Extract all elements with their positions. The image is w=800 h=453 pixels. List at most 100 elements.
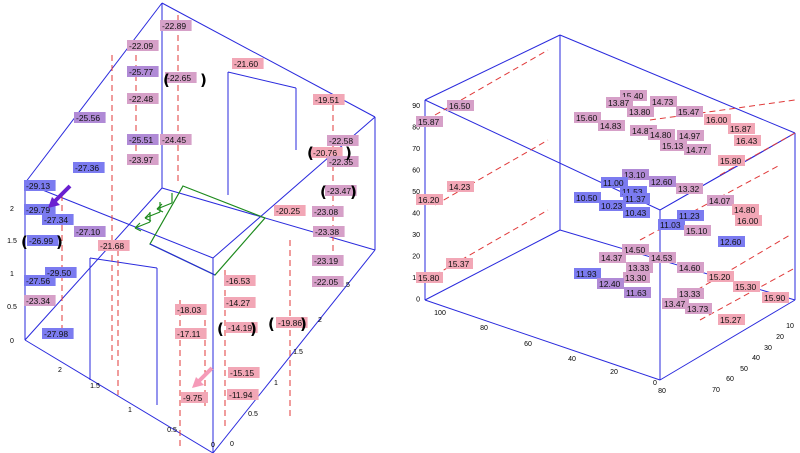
value-label-text: -14.19	[228, 323, 252, 333]
value-label-bg	[447, 100, 474, 111]
right-side-tick: 60	[726, 376, 734, 383]
value-label-text: -25.56	[76, 113, 100, 123]
value-label-bg	[224, 297, 256, 308]
left-vertical-tick: 2	[10, 206, 14, 213]
right-value-label: 13.32	[676, 183, 703, 194]
value-label-text: 13.10	[624, 170, 646, 180]
left-vertical-tick: 0.5	[7, 304, 17, 311]
value-label-bg	[620, 90, 647, 101]
right-depth-tick: 40	[568, 356, 576, 363]
right-side-tick: 40	[752, 355, 760, 362]
green-arrow	[134, 221, 151, 229]
right-value-label: 15.40	[620, 90, 647, 101]
right-value-label: 16.00	[704, 114, 731, 125]
left-side-tick: 1.5	[293, 349, 303, 356]
left-value-label: -23.34	[24, 295, 56, 306]
left-side-tick: 2	[318, 317, 322, 324]
bracket-mark: )	[345, 144, 352, 162]
value-label-text: -22.65	[167, 73, 191, 83]
value-label-bg	[127, 66, 159, 77]
left-value-label: -23.08	[312, 206, 344, 217]
left-value-label: -23.38	[313, 226, 345, 237]
value-label-text: 13.33	[628, 263, 650, 273]
value-label-text: 16.00	[706, 115, 728, 125]
value-label-text: 14.53	[651, 253, 673, 263]
right-box-edge	[559, 34, 796, 134]
value-label-text: -27.56	[26, 276, 50, 286]
left-value-label: -18.03	[175, 304, 207, 315]
value-label-text: 15.60	[576, 113, 598, 123]
pink-arrow-icon	[196, 366, 214, 384]
value-label-text: 11.00	[603, 178, 624, 188]
value-label-bg	[416, 194, 443, 205]
right-value-label: 11.03	[658, 219, 685, 230]
value-label-text: 12.40	[599, 279, 621, 289]
value-label-bg	[684, 225, 711, 236]
left-front-tick: 2	[58, 367, 62, 374]
value-label-bg	[627, 106, 654, 117]
left-side-tick: 0.5	[248, 411, 258, 418]
value-label-text: 14.73	[652, 97, 674, 107]
value-label-bg	[127, 40, 159, 51]
purple-arrow-head	[48, 197, 60, 208]
green-panel-edge	[149, 243, 216, 276]
value-label-bg	[42, 328, 74, 339]
bracket-mark: (	[21, 233, 28, 251]
value-label-bg	[606, 97, 633, 108]
left-value-label: -27.56	[24, 275, 56, 286]
value-label-bg	[648, 129, 675, 140]
right-value-label: 15.80	[718, 155, 745, 166]
right-depth-tick: 80	[480, 325, 488, 332]
value-label-text: -23.08	[314, 207, 338, 217]
green-arrow-head	[134, 222, 142, 232]
left-value-label: -15.15	[228, 367, 260, 378]
right-value-label: 13.33	[626, 262, 653, 273]
right-value-label: 16.50	[447, 100, 474, 111]
left-value-label: -22.48	[127, 93, 159, 104]
right-value-label: 15.90	[762, 292, 789, 303]
value-label-text: 10.50	[576, 193, 598, 203]
value-label-text: 15.87	[418, 117, 440, 127]
value-label-bg	[704, 114, 731, 125]
value-label-text: -22.35	[329, 157, 353, 167]
right-vertical-tick: 0	[416, 297, 420, 304]
right-value-label: 14.80	[648, 129, 675, 140]
right-value-label: 10.43	[623, 207, 650, 218]
value-label-text: -27.98	[44, 329, 68, 339]
right-value-label: 13.87	[606, 97, 633, 108]
right-dashed-guide	[649, 99, 796, 121]
value-label-bg	[623, 272, 650, 283]
value-label-bg	[416, 116, 443, 127]
bracket-mark: (	[268, 315, 275, 333]
value-label-bg	[624, 287, 651, 298]
value-label-text: 16.50	[449, 101, 471, 111]
right-value-label: 14.83	[598, 120, 625, 131]
value-label-text: 13.80	[629, 107, 651, 117]
left-value-label: -17.11	[175, 328, 207, 339]
value-label-bg	[127, 134, 159, 145]
right-value-label: 15.20	[707, 271, 734, 282]
left-value-labels: -22.09-22.89-25.77-22.65-22.48-21.60-19.…	[24, 20, 359, 403]
right-value-label: 14.80	[630, 125, 657, 136]
value-label-text: 11.37	[625, 194, 646, 204]
right-value-label: 13.33	[677, 288, 704, 299]
value-label-bg	[732, 204, 759, 215]
value-label-bg	[649, 252, 676, 263]
value-label-text: -22.58	[329, 136, 353, 146]
right-vertical-tick: 70	[412, 146, 420, 153]
value-label-text: 16.20	[418, 195, 440, 205]
right-side-tick: 30	[764, 345, 772, 352]
value-label-text: 15.80	[720, 156, 742, 166]
right-value-label: 14.50	[622, 244, 649, 255]
value-label-bg	[623, 207, 650, 218]
value-label-text: 14.60	[679, 263, 701, 273]
left-value-label: -20.76	[311, 147, 343, 158]
right-value-label: 14.73	[650, 96, 677, 107]
value-label-bg	[620, 186, 647, 197]
value-label-text: 15.47	[678, 107, 700, 117]
value-label-text: 11.23	[679, 211, 700, 221]
left-value-label: -11.94	[227, 389, 259, 400]
right-value-label: 15.13	[660, 140, 687, 151]
value-label-bg	[24, 295, 56, 306]
